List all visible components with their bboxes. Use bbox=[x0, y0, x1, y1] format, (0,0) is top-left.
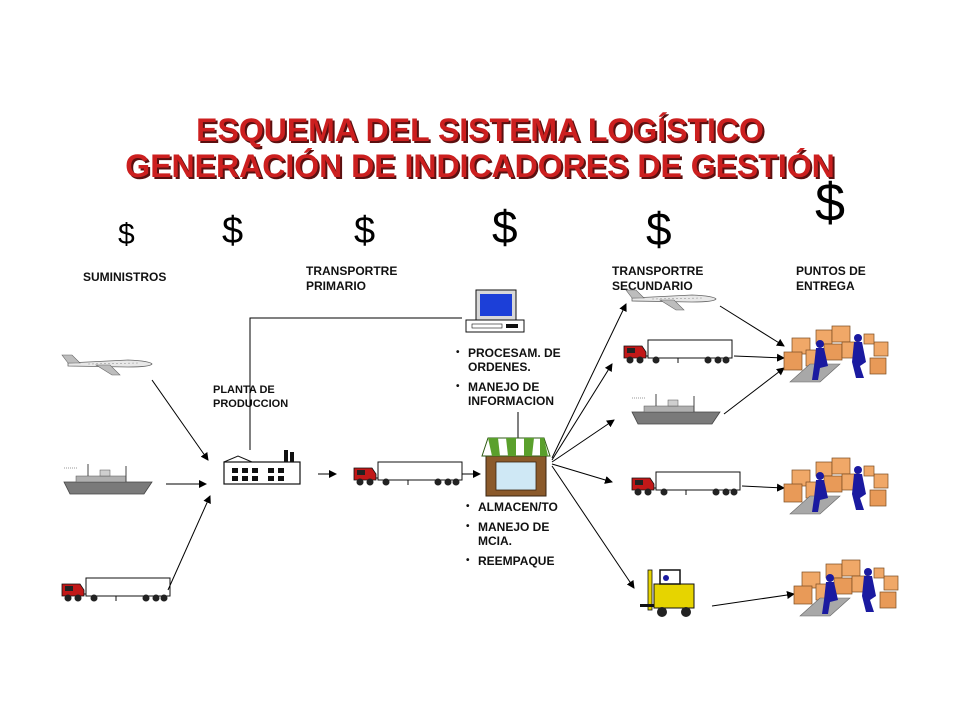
stage-label-line: PLANTA DE bbox=[213, 384, 275, 396]
arrow-forklift-to-delivery bbox=[711, 591, 795, 607]
stage-label-transporte-secundario: TRANSPORTRE SECUNDARIO bbox=[612, 264, 703, 294]
stage-label-planta: PLANTA DE PRODUCCION bbox=[213, 383, 288, 411]
stage-label-line: ENTREGA bbox=[796, 279, 855, 293]
info-connector-line bbox=[249, 317, 462, 450]
stage-label-line: SECUNDARIO bbox=[612, 279, 693, 293]
delivery-boxes-icon bbox=[783, 325, 889, 383]
truck-icon bbox=[631, 471, 741, 496]
stage-label-suministros: SUMINISTROS bbox=[83, 270, 167, 284]
cost-symbol-entrega: $ bbox=[815, 173, 846, 233]
stage-label-line: PRIMARIO bbox=[306, 279, 366, 293]
arrow-air-to-delivery bbox=[719, 305, 785, 347]
airplane-icon bbox=[61, 354, 153, 376]
warehouse-item: MANEJO DE MCIA. bbox=[466, 520, 586, 548]
arrow-store-to-truck-2 bbox=[551, 463, 613, 484]
factory-icon bbox=[223, 450, 301, 485]
truck-icon bbox=[623, 339, 733, 364]
cost-symbol-transporte-2: $ bbox=[354, 210, 376, 252]
computer-icon bbox=[465, 289, 525, 333]
stage-label-line: TRANSPORTRE bbox=[612, 264, 704, 278]
stage-label-line: PUNTOS DE bbox=[796, 264, 866, 278]
arrow-store-to-air bbox=[551, 303, 627, 459]
delivery-boxes-icon bbox=[783, 457, 889, 515]
diagram-title-line-2: GENERACIÓN DE INDICADORES DE GESTIÓN bbox=[125, 148, 835, 184]
stage-label-line: PRODUCCION bbox=[213, 398, 289, 410]
airplane-icon bbox=[625, 289, 717, 311]
ship-icon bbox=[631, 393, 721, 425]
warehouse-item: REEMPAQUE bbox=[466, 554, 586, 568]
arrow-truck-to-delivery bbox=[733, 353, 785, 362]
warehouse-list: ALMACEN/TO MANEJO DE MCIA. REEMPAQUE bbox=[466, 500, 586, 574]
stage-label-transporte-primario: TRANSPORTRE PRIMARIO bbox=[306, 264, 397, 294]
processing-list: PROCESAM. DE ORDENES. MANEJO DE INFORMAC… bbox=[456, 346, 596, 414]
truck-icon bbox=[353, 461, 463, 486]
diagram-title-line-1: ESQUEMA DEL SISTEMA LOGÍSTICO bbox=[196, 112, 764, 148]
delivery-boxes-icon bbox=[793, 559, 899, 617]
arrow-air-to-plant bbox=[151, 379, 209, 461]
cost-symbol-secundario: $ bbox=[646, 203, 672, 255]
cost-symbol-transporte-1: $ bbox=[222, 210, 244, 252]
cost-symbol-suministros: $ bbox=[118, 218, 135, 251]
arrow-store-to-forklift bbox=[551, 465, 635, 589]
arrow-truck-2-to-delivery bbox=[741, 483, 785, 492]
stage-label-line: TRANSPORTRE bbox=[306, 264, 398, 278]
arrow-truck-to-plant bbox=[167, 495, 211, 591]
arrow-store-to-truck bbox=[551, 363, 613, 461]
stage-label-puntos-entrega: PUNTOS DE ENTREGA bbox=[796, 264, 866, 294]
warehouse-store-icon bbox=[481, 437, 551, 497]
processing-item: MANEJO DE INFORMACION bbox=[456, 380, 596, 408]
cost-symbol-almacen: $ bbox=[492, 201, 518, 253]
arrow-ship-to-delivery bbox=[723, 367, 785, 415]
ship-icon bbox=[63, 463, 153, 495]
processing-item: PROCESAM. DE ORDENES. bbox=[456, 346, 596, 374]
truck-icon bbox=[61, 577, 171, 602]
warehouse-item: ALMACEN/TO bbox=[466, 500, 586, 514]
forklift-icon bbox=[640, 569, 695, 617]
arrow-store-to-ship bbox=[551, 419, 615, 463]
